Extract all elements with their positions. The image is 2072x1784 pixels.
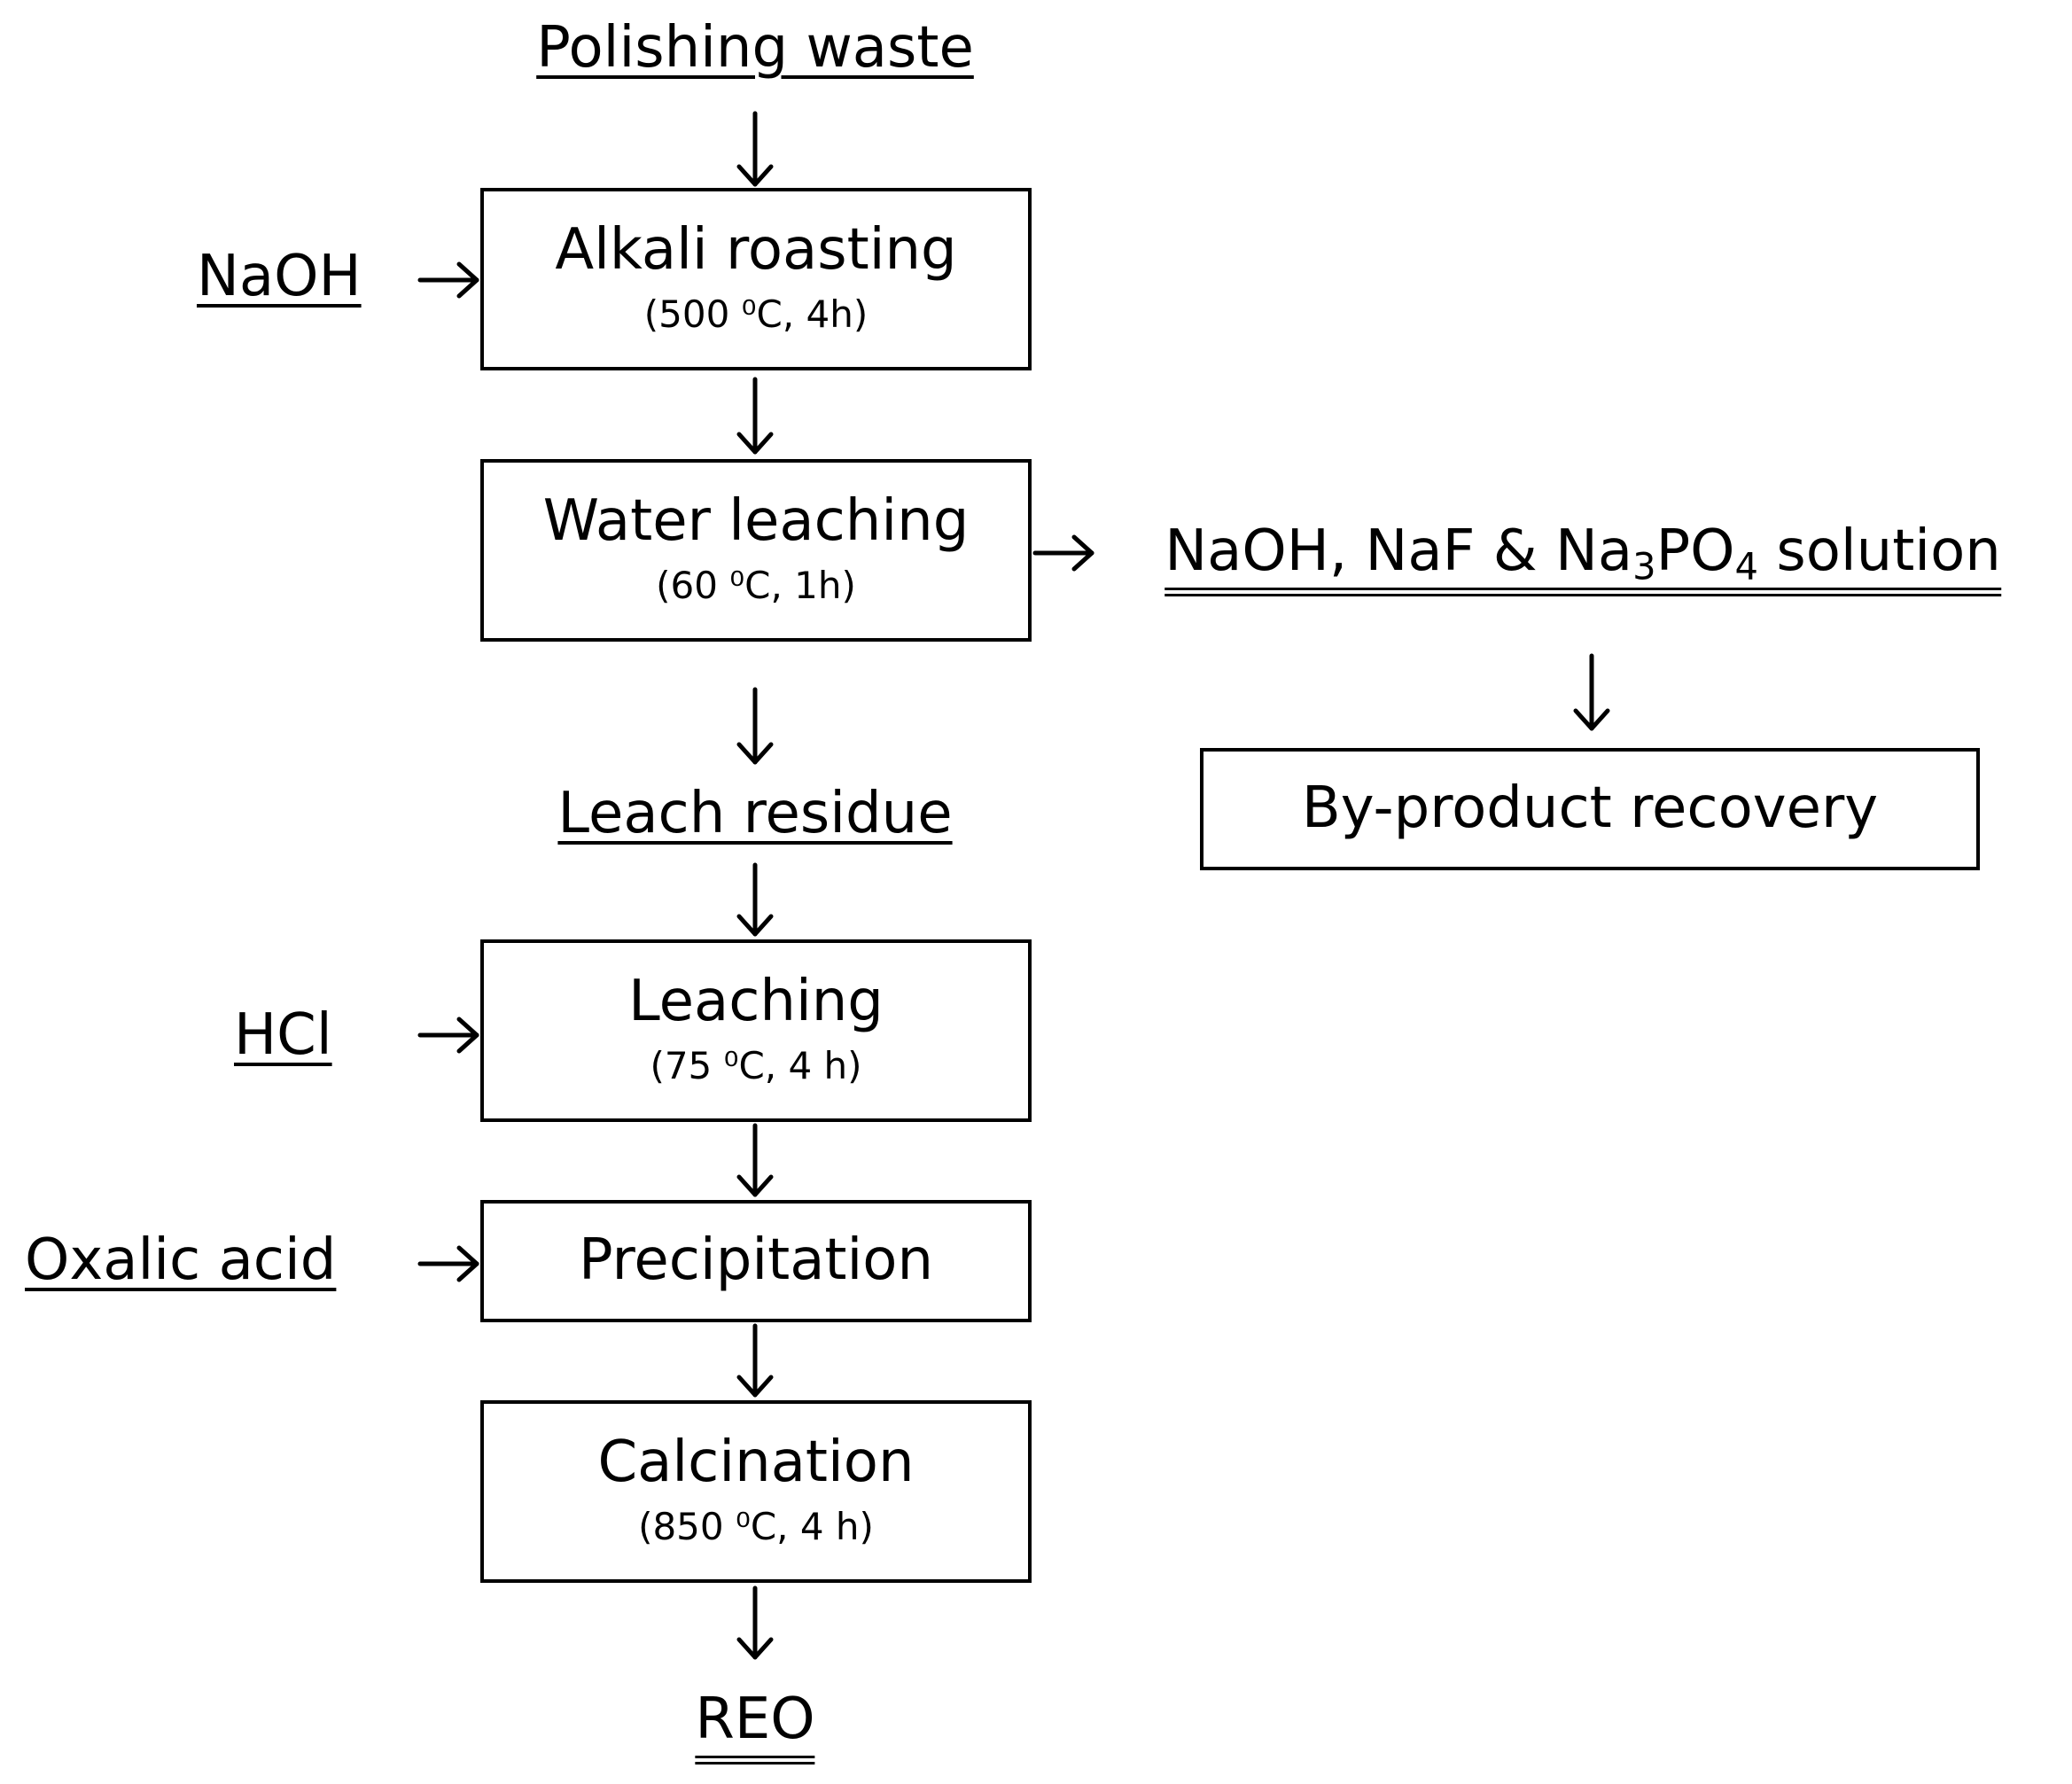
solution-label: NaOH, NaF & Na3PO4 solution [1165, 518, 2001, 596]
arrow-oxalic-to-precipitation [417, 1245, 479, 1282]
leaching-condition: (75 ⁰C, 4 h) [650, 1044, 862, 1088]
leaching-title: Leaching [628, 969, 884, 1035]
arrow-precipitation-to-calcination [736, 1323, 774, 1398]
byproduct-recovery-title: By-product recovery [1301, 775, 1879, 842]
calcination-box: Calcination (850 ⁰C, 4 h) [480, 1400, 1032, 1583]
arrow-hcl-to-leaching [417, 1017, 479, 1054]
hcl-input-label: HCl [234, 1002, 332, 1068]
oxalic-acid-input-label: Oxalic acid [25, 1227, 337, 1293]
arrow-residue-to-leaching [736, 862, 774, 937]
calcination-title: Calcination [597, 1430, 915, 1496]
water-leaching-title: Water leaching [542, 488, 970, 555]
water-leaching-box: Water leaching (60 ⁰C, 1h) [480, 459, 1032, 642]
calcination-condition: (850 ⁰C, 4 h) [638, 1505, 874, 1549]
arrow-water-leaching-to-solution [1032, 534, 1094, 572]
precipitation-box: Precipitation [480, 1200, 1032, 1322]
arrow-calcination-to-reo [736, 1585, 774, 1660]
arrow-waste-to-roasting [736, 111, 774, 187]
leach-residue-label: Leach residue [557, 781, 953, 846]
alkali-roasting-box: Alkali roasting (500 ⁰C, 4h) [480, 188, 1032, 370]
polishing-waste-label: Polishing waste [536, 15, 974, 81]
alkali-roasting-title: Alkali roasting [555, 217, 957, 284]
arrow-roasting-to-water-leaching [736, 377, 774, 455]
arrow-water-leaching-to-residue [736, 687, 774, 765]
water-leaching-condition: (60 ⁰C, 1h) [656, 564, 856, 608]
naoh-input-label: NaOH [197, 244, 362, 309]
arrow-leaching-to-precipitation [736, 1123, 774, 1197]
byproduct-recovery-box: By-product recovery [1200, 748, 1980, 870]
reo-product-label: REO [695, 1687, 815, 1765]
arrow-solution-to-byproduct [1573, 653, 1610, 731]
alkali-roasting-condition: (500 ⁰C, 4h) [643, 292, 869, 337]
arrow-naoh-to-roasting [417, 261, 479, 299]
precipitation-title: Precipitation [578, 1227, 934, 1294]
leaching-box: Leaching (75 ⁰C, 4 h) [480, 939, 1032, 1122]
